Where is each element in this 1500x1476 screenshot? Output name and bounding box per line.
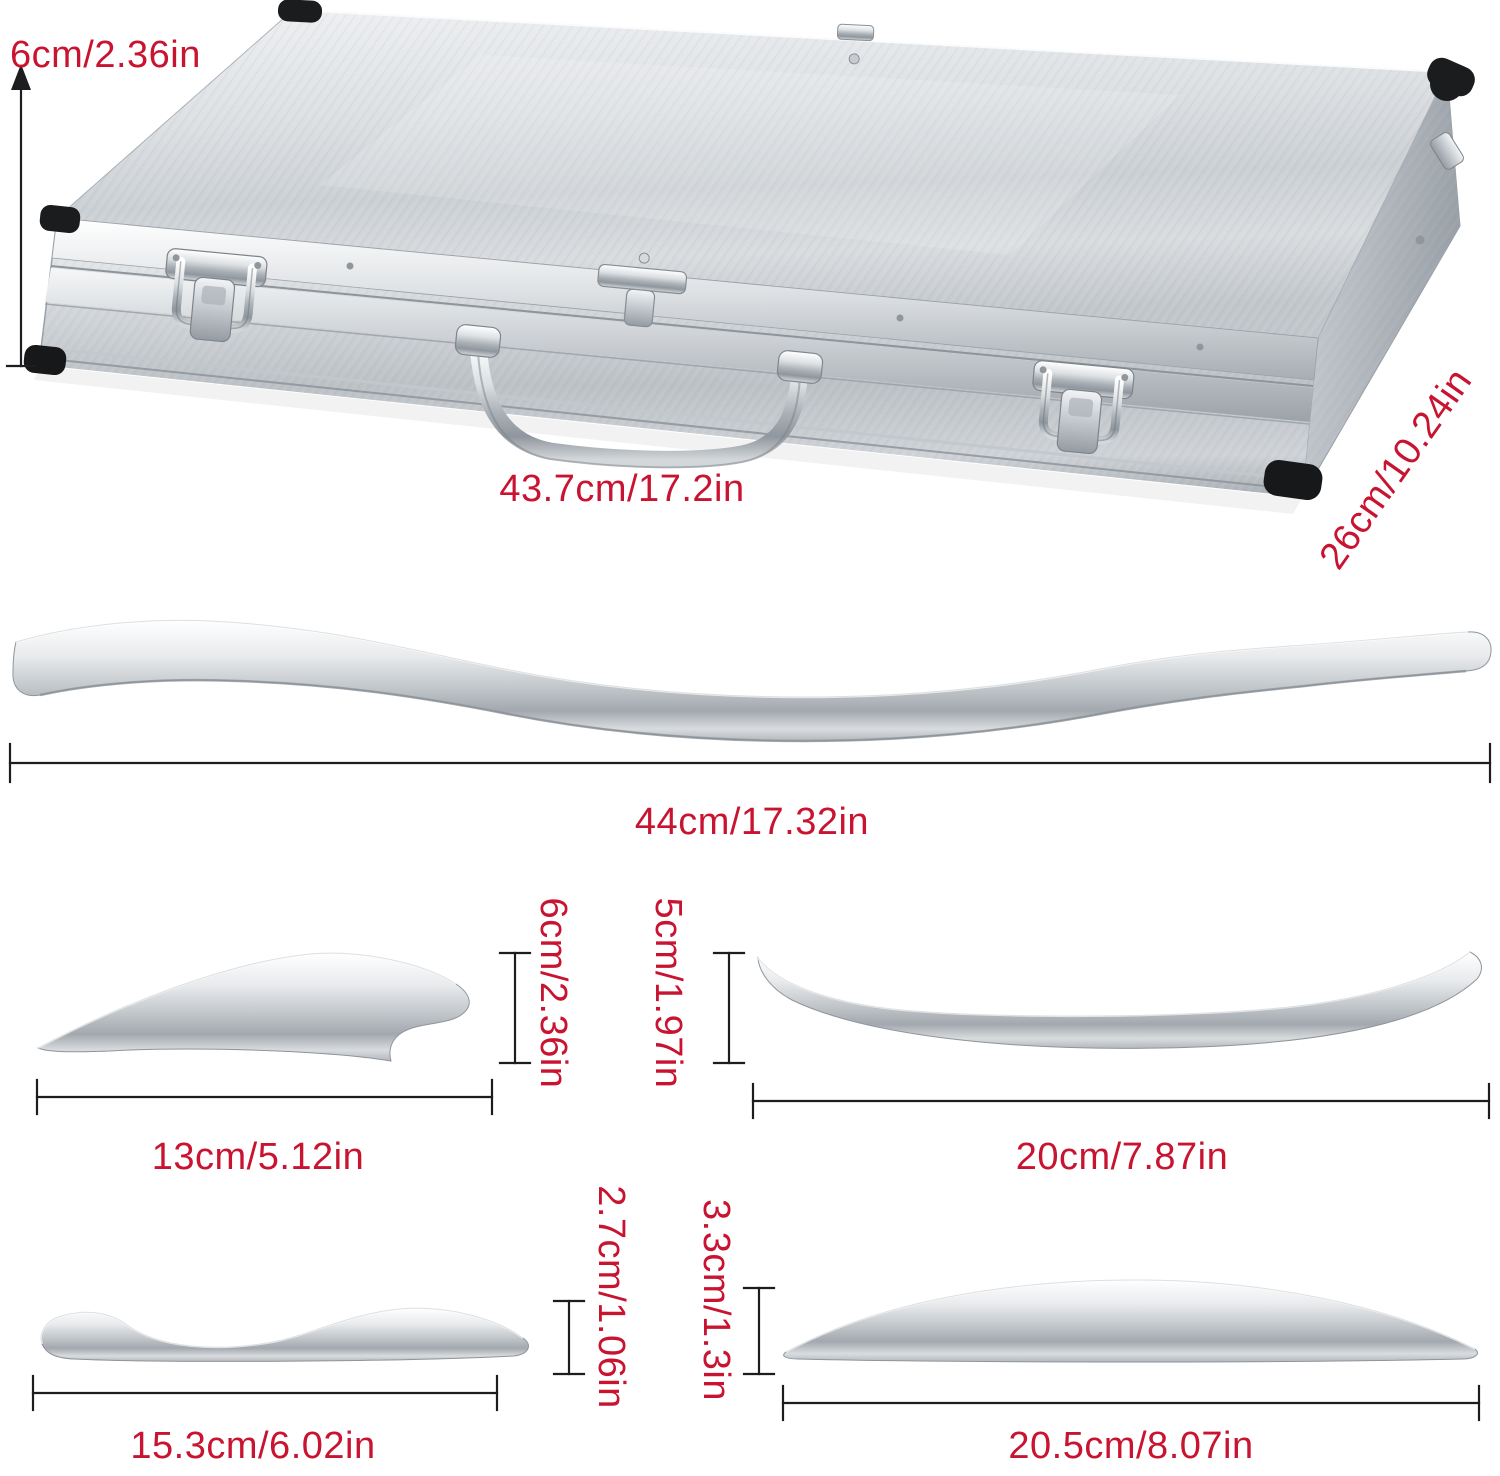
double-horn-tool-body bbox=[757, 951, 1482, 1049]
fin-tool-highlight bbox=[37, 952, 457, 1049]
horn-tool-width-label: 20cm/7.87in bbox=[1015, 1136, 1229, 1178]
case-latch-right bbox=[1032, 360, 1135, 455]
case-shadow bbox=[34, 366, 1302, 514]
case-bottom-edge bbox=[39, 357, 1304, 491]
case-rivet bbox=[346, 262, 354, 270]
wave-tool-height-label: 2.7cm/1.06in bbox=[590, 1185, 632, 1409]
aluminum-case-illustration bbox=[23, 0, 1475, 514]
long-tool-length-label: 44cm/17.32in bbox=[634, 801, 870, 843]
wave-tool-body bbox=[40, 1307, 529, 1362]
dim-case-height bbox=[5, 64, 37, 368]
dim-horn-tool-height bbox=[712, 951, 746, 1065]
fin-tool-body bbox=[36, 952, 470, 1062]
double-horn-tool-highlight bbox=[757, 951, 1471, 1018]
wave-tool-highlight bbox=[40, 1307, 524, 1349]
case-latch-left bbox=[165, 248, 268, 343]
long-tool-shade bbox=[39, 669, 1467, 743]
dim-fin-tool-width bbox=[35, 1078, 494, 1116]
dim-long-tool-length bbox=[8, 742, 1492, 784]
dim-horn-tool-width bbox=[751, 1082, 1491, 1120]
fin-scraper-tool-illustration bbox=[36, 952, 470, 1062]
case-handle bbox=[454, 324, 824, 469]
case-center-lock bbox=[597, 252, 688, 328]
case-back-clasp bbox=[836, 23, 875, 65]
case-top-sheen bbox=[320, 55, 1180, 255]
case-corner-protectors bbox=[23, 0, 1475, 501]
crescent-tool-illustration bbox=[783, 1278, 1478, 1363]
fin-tool-height-label: 6cm/2.36in bbox=[532, 897, 574, 1089]
crescent-tool-highlight bbox=[785, 1278, 1476, 1353]
case-rivet bbox=[1196, 343, 1204, 351]
dim-crescent-tool-height bbox=[742, 1286, 776, 1376]
case-lid-rim bbox=[51, 217, 1319, 381]
wave-tool-width-label: 15.3cm/6.02in bbox=[130, 1425, 376, 1467]
case-right-face-texture bbox=[1302, 72, 1460, 497]
case-right-screw bbox=[1415, 235, 1425, 245]
dimension-lines bbox=[5, 64, 1492, 1422]
wave-scraper-tool-illustration bbox=[40, 1307, 529, 1362]
fin-tool-width-label: 13cm/5.12in bbox=[151, 1136, 365, 1178]
dim-wave-tool-height bbox=[552, 1299, 586, 1376]
long-tool-highlight bbox=[15, 619, 1469, 699]
horn-tool-height-label: 5cm/1.97in bbox=[647, 897, 689, 1089]
case-rim-band-2 bbox=[45, 268, 1313, 422]
case-right-hinge bbox=[1430, 132, 1464, 170]
case-top-face-texture bbox=[57, 10, 1447, 338]
dim-fin-tool-height bbox=[498, 951, 532, 1065]
crescent-tool-height-label: 3.3cm/1.3in bbox=[695, 1199, 737, 1401]
crescent-tool-body bbox=[783, 1279, 1478, 1363]
case-height-label: 6cm/2.36in bbox=[10, 34, 201, 76]
case-bottom-edge-highlight bbox=[41, 346, 1306, 482]
double-horn-tool-illustration bbox=[757, 951, 1482, 1049]
case-rivet bbox=[896, 314, 904, 322]
crescent-tool-width-label: 20.5cm/8.07in bbox=[1008, 1425, 1254, 1467]
dim-wave-tool-width bbox=[31, 1374, 499, 1412]
case-length-label: 43.7cm/17.2in bbox=[499, 468, 745, 510]
long-gua-sha-tool-illustration bbox=[12, 619, 1492, 743]
dim-crescent-tool-width bbox=[781, 1384, 1481, 1422]
